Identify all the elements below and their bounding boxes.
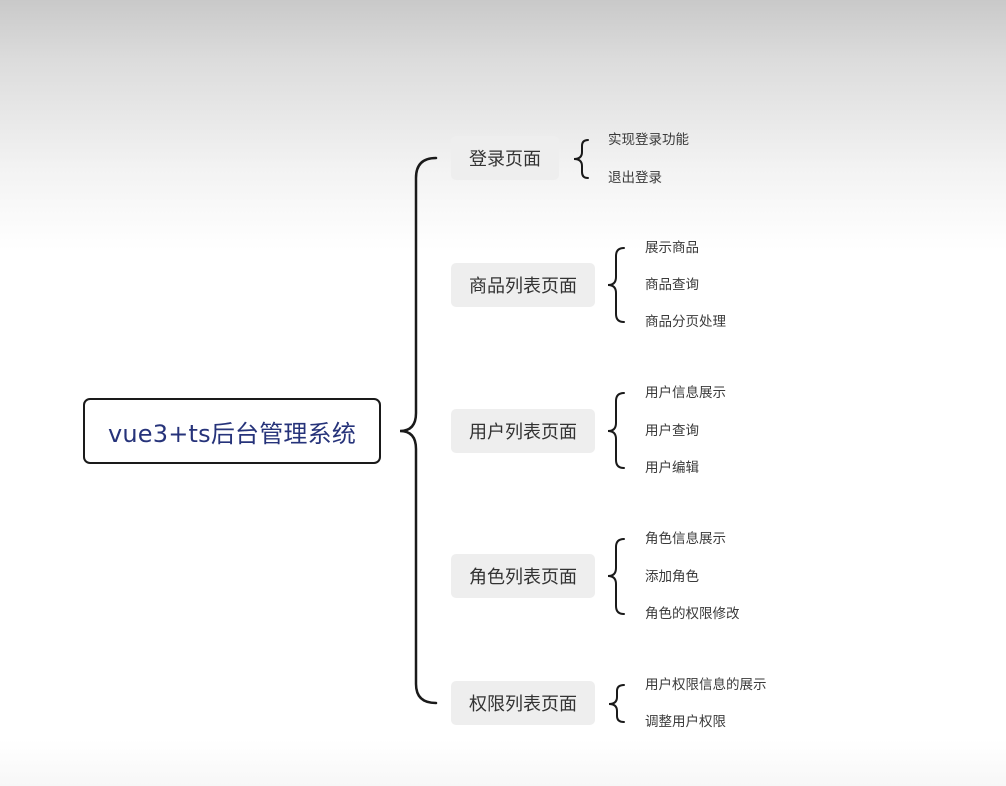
branch-label: 登录页面 bbox=[469, 149, 541, 170]
branch-node-permissions[interactable]: 权限列表页面 bbox=[451, 681, 595, 725]
branch-label: 角色列表页面 bbox=[469, 567, 577, 588]
branch-node-products[interactable]: 商品列表页面 bbox=[451, 263, 595, 307]
leaf-item[interactable]: 用户权限信息的展示 bbox=[645, 677, 767, 693]
branch-node-users[interactable]: 用户列表页面 bbox=[451, 409, 595, 453]
leaf-item[interactable]: 用户编辑 bbox=[645, 460, 699, 476]
branch-label: 用户列表页面 bbox=[469, 422, 577, 443]
brace-roles bbox=[607, 538, 625, 615]
leaf-item[interactable]: 退出登录 bbox=[608, 170, 662, 186]
leaf-item[interactable]: 角色的权限修改 bbox=[645, 606, 740, 622]
leaf-item[interactable]: 角色信息展示 bbox=[645, 531, 726, 547]
branch-label: 商品列表页面 bbox=[469, 276, 577, 297]
branch-node-login[interactable]: 登录页面 bbox=[451, 136, 559, 180]
leaf-item[interactable]: 商品分页处理 bbox=[645, 314, 726, 330]
leaf-item[interactable]: 调整用户权限 bbox=[645, 714, 726, 730]
brace-products bbox=[607, 247, 625, 323]
brace-permissions bbox=[608, 684, 625, 723]
brace-users bbox=[607, 392, 625, 469]
leaf-item[interactable]: 添加角色 bbox=[645, 569, 699, 585]
root-node-label: vue3+ts后台管理系统 bbox=[107, 419, 357, 448]
leaf-item[interactable]: 用户查询 bbox=[645, 423, 699, 439]
leaf-item[interactable]: 用户信息展示 bbox=[645, 385, 726, 401]
branch-label: 权限列表页面 bbox=[469, 694, 577, 715]
leaf-item[interactable]: 商品查询 bbox=[645, 277, 699, 293]
root-node[interactable]: vue3+ts后台管理系统 bbox=[83, 398, 381, 464]
leaf-item[interactable]: 实现登录功能 bbox=[608, 132, 689, 148]
brace-login bbox=[573, 139, 589, 179]
main-brace bbox=[399, 156, 438, 705]
branch-node-roles[interactable]: 角色列表页面 bbox=[451, 554, 595, 598]
leaf-item[interactable]: 展示商品 bbox=[645, 240, 699, 256]
